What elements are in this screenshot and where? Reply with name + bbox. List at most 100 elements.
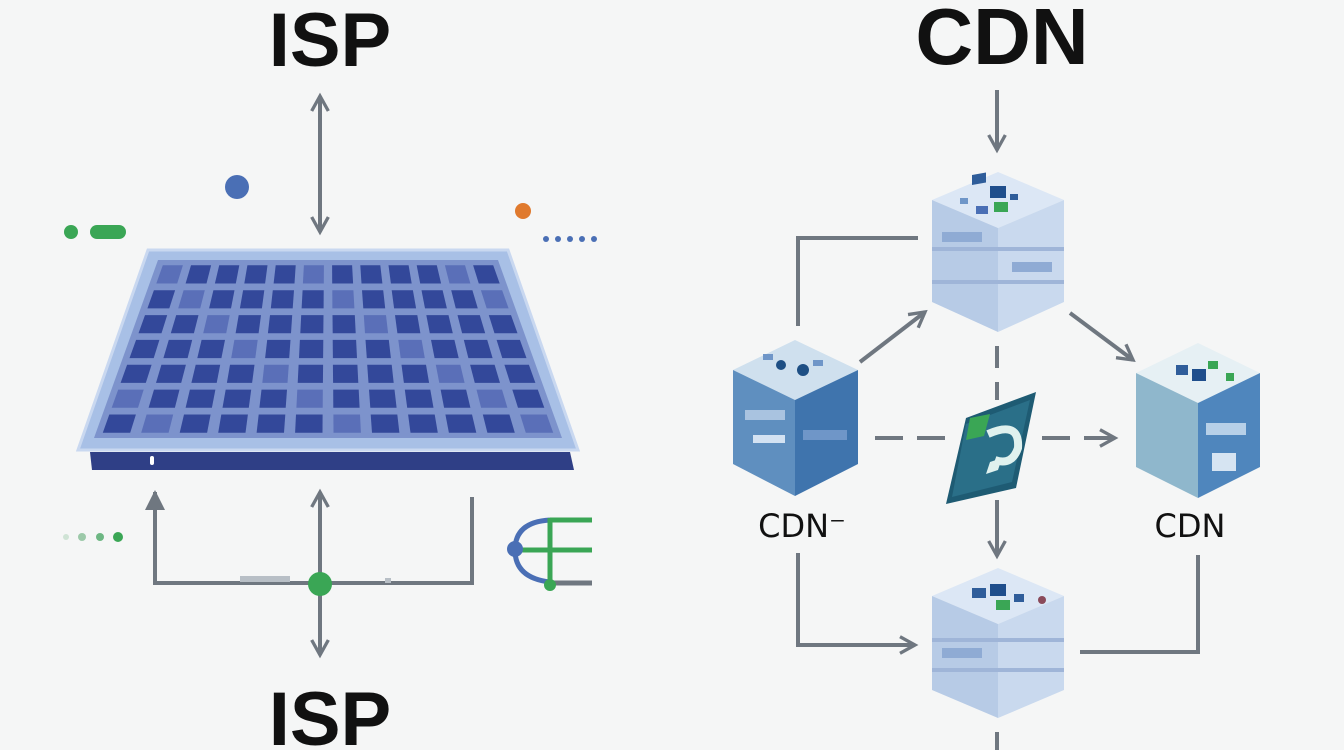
solar-cell	[520, 414, 554, 433]
solar-cell	[295, 414, 323, 433]
solar-cell	[476, 389, 508, 408]
decor-dot-blue	[225, 175, 249, 199]
solar-cell	[179, 414, 211, 433]
cdn-right-node-label: CDN	[1155, 507, 1226, 545]
solar-cell	[369, 389, 397, 408]
solar-cell	[163, 339, 193, 359]
solar-cell	[156, 364, 186, 383]
isp-bottom-wiring	[145, 492, 474, 655]
cdn-title-top: CDN	[915, 0, 1088, 81]
solar-cell	[395, 315, 421, 334]
solar-cell	[148, 389, 180, 408]
solar-cell	[178, 290, 205, 309]
solar-cell	[333, 414, 361, 433]
solar-cell	[332, 339, 357, 359]
solar-cell	[404, 389, 434, 408]
solar-cell	[209, 290, 235, 309]
solar-cell	[362, 290, 386, 309]
solar-cell	[332, 290, 355, 309]
solar-cell	[226, 364, 255, 383]
solar-cell	[504, 364, 536, 383]
decor-dots-blue-row	[543, 236, 597, 242]
solar-cell	[480, 290, 509, 309]
solar-cell	[138, 315, 168, 334]
wire-segment-decor-small	[385, 578, 391, 583]
network-branch-icon	[507, 517, 592, 591]
solar-cell	[398, 339, 425, 359]
solar-cell	[239, 290, 265, 309]
security-shield-icon	[946, 392, 1036, 504]
cdn-connections	[796, 90, 1200, 750]
solar-cell	[259, 389, 287, 408]
decor-dots-green-row	[63, 532, 123, 542]
solar-cell	[332, 265, 354, 284]
solar-cell	[408, 414, 438, 433]
solar-cell	[265, 339, 291, 359]
solar-cell	[365, 339, 391, 359]
solar-cell	[102, 414, 136, 433]
isp-title-top: ISP	[269, 0, 392, 83]
solar-cell	[129, 339, 160, 359]
solar-cell	[185, 265, 212, 284]
solar-cell	[156, 265, 183, 284]
solar-cell	[214, 265, 240, 284]
solar-cell	[473, 265, 500, 284]
solar-cell	[512, 389, 545, 408]
isp-title-bottom: ISP	[269, 677, 392, 750]
cdn-left-node-label: CDN⁻	[758, 507, 846, 545]
solar-cell	[300, 315, 324, 334]
solar-cell	[391, 290, 417, 309]
solar-cell	[421, 290, 447, 309]
solar-cell	[120, 364, 152, 383]
decor-dot-orange	[515, 203, 531, 219]
solar-cell	[273, 265, 296, 284]
solar-cell	[496, 339, 527, 359]
solar-cell	[302, 265, 324, 284]
solar-cell	[262, 364, 289, 383]
solar-cell	[231, 339, 258, 359]
solar-cell	[360, 265, 383, 284]
solar-cell	[401, 364, 430, 383]
solar-cell	[444, 265, 471, 284]
solar-cell	[457, 315, 486, 334]
solar-cell	[218, 414, 248, 433]
solar-cell	[270, 290, 294, 309]
solar-cell	[451, 290, 478, 309]
solar-cell	[256, 414, 286, 433]
solar-cell	[333, 389, 360, 408]
solar-cell	[222, 389, 252, 408]
cdn-server-top	[932, 172, 1064, 332]
solar-cell	[170, 315, 199, 334]
solar-cell	[301, 290, 324, 309]
wire-segment-decor	[240, 576, 290, 582]
cdn-server-left	[733, 340, 858, 496]
solar-cell	[431, 339, 459, 359]
solar-cell	[185, 389, 216, 408]
solar-cell	[482, 414, 515, 433]
solar-cell	[416, 265, 442, 284]
solar-cell	[147, 290, 176, 309]
solar-cell	[197, 339, 225, 359]
solar-cell	[111, 389, 144, 408]
solar-cell	[445, 414, 477, 433]
solar-cell	[426, 315, 453, 334]
solar-panel-illustration	[75, 248, 581, 470]
solar-cell	[367, 364, 394, 383]
solar-cell	[267, 315, 293, 334]
solar-cell	[203, 315, 230, 334]
decor-dash-green	[64, 225, 126, 239]
solar-cell	[332, 315, 356, 334]
solar-cell	[370, 414, 400, 433]
solar-cell	[363, 315, 389, 334]
solar-cell	[488, 315, 518, 334]
solar-cell	[141, 414, 174, 433]
solar-cell	[191, 364, 221, 383]
cdn-server-bottom	[932, 568, 1064, 718]
solar-cell	[435, 364, 465, 383]
solar-cell	[235, 315, 261, 334]
solar-cell	[388, 265, 412, 284]
solar-cell	[440, 389, 471, 408]
solar-cell	[244, 265, 268, 284]
